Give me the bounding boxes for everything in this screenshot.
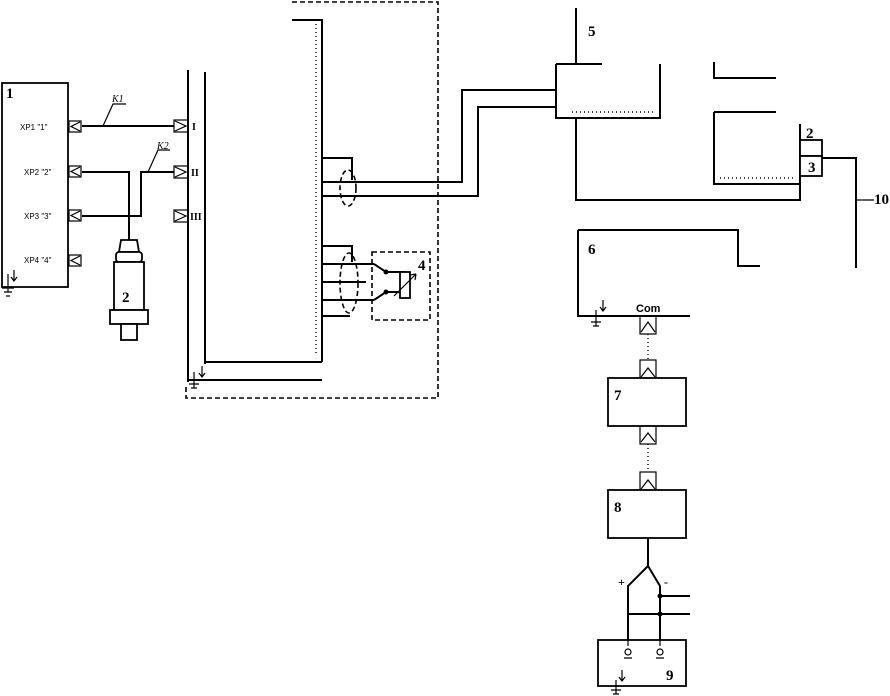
- terminal-i: I: [192, 122, 196, 133]
- block-6: 6 Com: [577, 229, 760, 327]
- signal-cable: [322, 89, 556, 207]
- block-10-label: 10: [874, 192, 889, 208]
- ground-icon-block9: [611, 670, 626, 695]
- cable-wiring: K1 K2: [82, 94, 174, 240]
- terminal-ii: II: [191, 168, 199, 179]
- connector-xp2-label: XP2 "2": [24, 168, 52, 177]
- terminal-icons-block9: [624, 640, 664, 659]
- terminal-iii: III: [190, 212, 202, 223]
- block-7-label: 7: [614, 388, 622, 404]
- polarity-minus: -: [664, 575, 668, 589]
- connector-xp4-label: XP4 "4": [24, 256, 52, 265]
- block-1: 1 XP1 "1" XP2 "2" XP3 "3" XP4 "4": [1, 82, 82, 297]
- sensor-2: 2: [109, 239, 149, 341]
- terminal-strip: I II III: [173, 70, 322, 389]
- connector-xp1-label: XP1 "1": [20, 123, 48, 132]
- socket-icons: [68, 120, 82, 267]
- cable-k1-label: K1: [111, 94, 124, 105]
- bridge-4: 4: [322, 245, 431, 321]
- sensor-2-label: 2: [122, 290, 130, 306]
- connector-3-label: 3: [808, 160, 816, 176]
- connector-2-label: 2: [806, 126, 814, 142]
- block-9-label: 9: [666, 668, 674, 684]
- block-5-label: 5: [588, 24, 596, 40]
- bridge-4-label: 4: [418, 258, 426, 274]
- power-feed: + - 9: [597, 538, 690, 695]
- block-6-com-port-label: Com: [636, 303, 661, 315]
- cable-k2-label: K2: [156, 141, 169, 152]
- enclosure: [185, 1, 439, 399]
- terminal-socket-icons: [173, 119, 189, 223]
- block-1-label: 1: [6, 86, 14, 102]
- ground-icon-strip: [189, 366, 206, 389]
- block-8-label: 8: [614, 500, 622, 516]
- connector-xp3-label: XP3 "3": [24, 212, 52, 221]
- right-unit: 2 3 10: [575, 62, 889, 268]
- polarity-plus: +: [618, 575, 625, 589]
- interface-chain: 7 8: [607, 315, 687, 539]
- ground-icon-block6: [591, 300, 607, 327]
- ground-icon-block1: [2, 270, 18, 297]
- block-6-label: 6: [588, 242, 596, 258]
- block-5: 5: [555, 8, 661, 119]
